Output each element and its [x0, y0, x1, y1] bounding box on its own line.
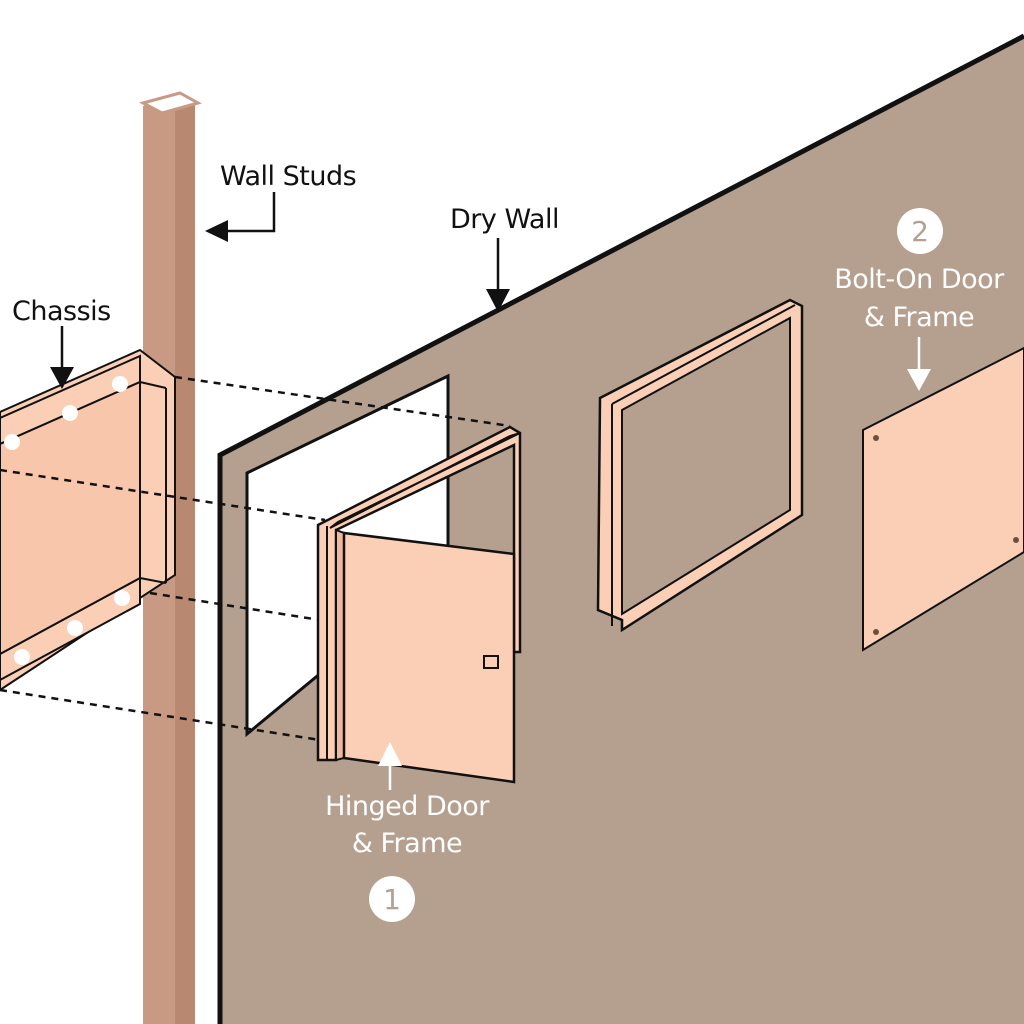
hinged-door-panel	[342, 531, 516, 784]
chassis-hole	[4, 434, 20, 450]
dry-wall-arrow	[486, 238, 510, 312]
marker-two-text: 2	[911, 215, 929, 248]
wall-studs-label: Wall Studs	[220, 161, 356, 192]
chassis-box	[0, 348, 176, 692]
wall-studs-arrow	[205, 192, 276, 242]
marker-one: 1	[369, 876, 415, 922]
hinged-door-label-line2: & Frame	[352, 828, 462, 859]
hinged-door-arrow	[378, 742, 402, 790]
marker-one-text: 1	[383, 883, 401, 916]
chassis-hole	[112, 376, 128, 392]
chassis-hole	[67, 620, 83, 636]
dry-wall-label: Dry Wall	[450, 204, 559, 235]
chassis-hole	[114, 590, 130, 606]
door-handle	[483, 655, 499, 669]
bolt-on-label-line2: & Frame	[864, 302, 974, 333]
bolt-on-frame	[596, 298, 804, 633]
chassis-hole	[62, 405, 78, 421]
bolt-on-panel	[862, 346, 1024, 652]
hinged-door-label-line1: Hinged Door	[325, 791, 490, 822]
chassis-label: Chassis	[12, 296, 111, 327]
marker-two: 2	[897, 208, 943, 254]
chassis-arrow	[50, 326, 74, 389]
panel-bolt	[873, 435, 879, 441]
alignment-lines	[0, 375, 511, 742]
panel-bolt	[873, 629, 879, 635]
bolt-on-label-line1: Bolt-On Door	[834, 264, 1005, 295]
panel-bolt	[1013, 537, 1019, 543]
chassis-hole	[14, 649, 30, 665]
bolt-on-arrow	[907, 337, 931, 391]
